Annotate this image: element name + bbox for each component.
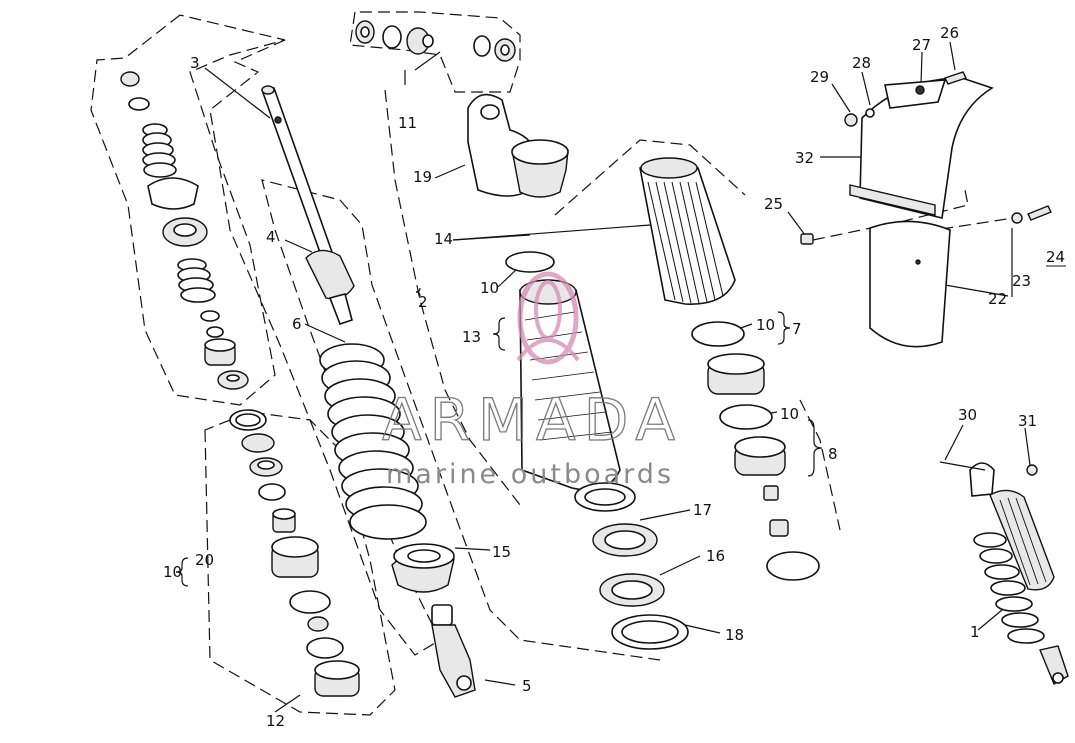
callout-10-left: 10 bbox=[163, 563, 182, 581]
callout-27: 27 bbox=[912, 36, 931, 54]
part-19-top-eye bbox=[467, 93, 569, 198]
part-6-coil-spring bbox=[319, 343, 427, 540]
braces bbox=[175, 287, 823, 587]
callout-15: 15 bbox=[492, 543, 511, 561]
callout-23: 23 bbox=[1012, 272, 1031, 290]
watermark-brand: ARMADA bbox=[382, 386, 683, 454]
watermark-logo-icon bbox=[516, 271, 580, 365]
callout-31: 31 bbox=[1018, 412, 1037, 430]
callout-24: 24 bbox=[1046, 248, 1065, 266]
callout-8: 8 bbox=[828, 445, 838, 463]
watermark: ARMADA marine outboards bbox=[381, 271, 683, 490]
callout-26: 26 bbox=[940, 24, 959, 42]
callout-17: 17 bbox=[693, 501, 712, 519]
callout-29: 29 bbox=[810, 68, 829, 86]
callout-2: 2 bbox=[418, 293, 428, 311]
part-8-valve bbox=[734, 436, 820, 581]
callout-5: 5 bbox=[522, 677, 532, 695]
callout-14: 14 bbox=[434, 230, 453, 248]
part-13-shock-body bbox=[505, 251, 621, 491]
callout-18: 18 bbox=[725, 626, 744, 644]
part-7-piston bbox=[691, 321, 773, 430]
callout-12: 12 bbox=[266, 712, 285, 730]
watermark-tagline: marine outboards bbox=[386, 459, 674, 490]
part-4-damper-rod bbox=[260, 85, 355, 326]
part-1-assembled-shock bbox=[939, 461, 1069, 686]
callout-11: 11 bbox=[398, 114, 417, 132]
part-12-stack bbox=[229, 409, 360, 697]
callout-10-body: 10 bbox=[480, 279, 499, 297]
part-17-16-18-rings bbox=[574, 482, 689, 650]
small-fasteners bbox=[800, 71, 1052, 245]
callout-30: 30 bbox=[958, 406, 977, 424]
callout-1: 1 bbox=[970, 623, 980, 641]
callout-20: 20 bbox=[195, 551, 214, 569]
callout-19: 19 bbox=[413, 168, 432, 186]
part-valve-stack bbox=[120, 71, 249, 390]
callout-3: 3 bbox=[190, 54, 200, 72]
callout-labels: 1 2 3 4 5 6 7 8 10 10 10 10 11 12 13 14 … bbox=[163, 24, 1065, 730]
callout-25: 25 bbox=[764, 195, 783, 213]
callout-10-upper: 10 bbox=[756, 316, 775, 334]
callout-16: 16 bbox=[706, 547, 725, 565]
part-22-mudguard bbox=[869, 220, 951, 348]
leader-lines bbox=[204, 41, 1031, 713]
part-5-lower-eye bbox=[431, 604, 476, 698]
part-14-reservoir bbox=[639, 157, 736, 305]
callout-7: 7 bbox=[792, 320, 802, 338]
callout-32: 32 bbox=[795, 149, 814, 167]
part-32-bracket bbox=[849, 77, 994, 219]
callout-22: 22 bbox=[988, 290, 1007, 308]
part-15-spring-seat bbox=[391, 543, 455, 593]
callout-10-lower: 10 bbox=[780, 405, 799, 423]
callout-13: 13 bbox=[462, 328, 481, 346]
part-11-washer-set bbox=[355, 20, 516, 62]
callout-28: 28 bbox=[852, 54, 871, 72]
callout-6: 6 bbox=[292, 315, 302, 333]
callout-4: 4 bbox=[266, 228, 276, 246]
